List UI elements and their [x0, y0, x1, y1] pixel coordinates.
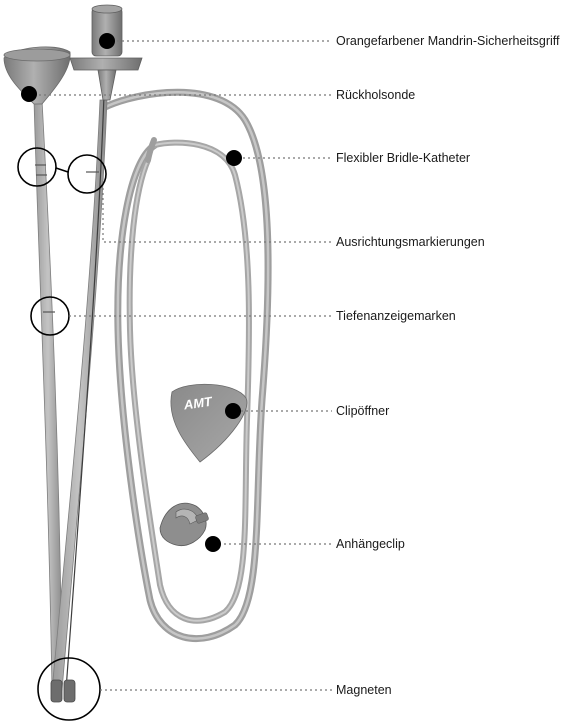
label-hanging-clip: Anhängeclip [336, 537, 405, 551]
label-alignment-marks: Ausrichtungsmarkierungen [336, 235, 485, 249]
dot-mandrin [99, 33, 115, 49]
magnet-left [51, 680, 62, 702]
retrieval-probe-shaft [34, 100, 62, 690]
catheter-loop-inner [130, 143, 249, 621]
leader-lines [34, 41, 332, 690]
catheter-end [148, 140, 154, 160]
mandrin-grip-flange [70, 58, 142, 70]
dot-hanging-clip [205, 536, 221, 552]
label-retrieval-probe: Rückholsonde [336, 88, 415, 102]
label-depth-marks: Tiefenanzeigemarken [336, 309, 456, 323]
magnet-right [64, 680, 75, 702]
label-mandrin-grip: Orangefarbener Mandrin-Sicherheitsgriff [336, 34, 560, 48]
dot-retrieval [21, 86, 37, 102]
retrieval-probe-funnel-rim [4, 49, 70, 61]
dot-catheter [226, 150, 242, 166]
label-bridle-catheter: Flexibler Bridle-Katheter [336, 151, 470, 165]
catheter-loop-inner-highlight [130, 143, 249, 621]
mandrin-grip-top [92, 5, 122, 13]
label-clip-opener: Clipöffner [336, 404, 389, 418]
dot-clip-opener [225, 403, 241, 419]
callout-link [56, 168, 68, 172]
label-magnets: Magneten [336, 683, 392, 697]
